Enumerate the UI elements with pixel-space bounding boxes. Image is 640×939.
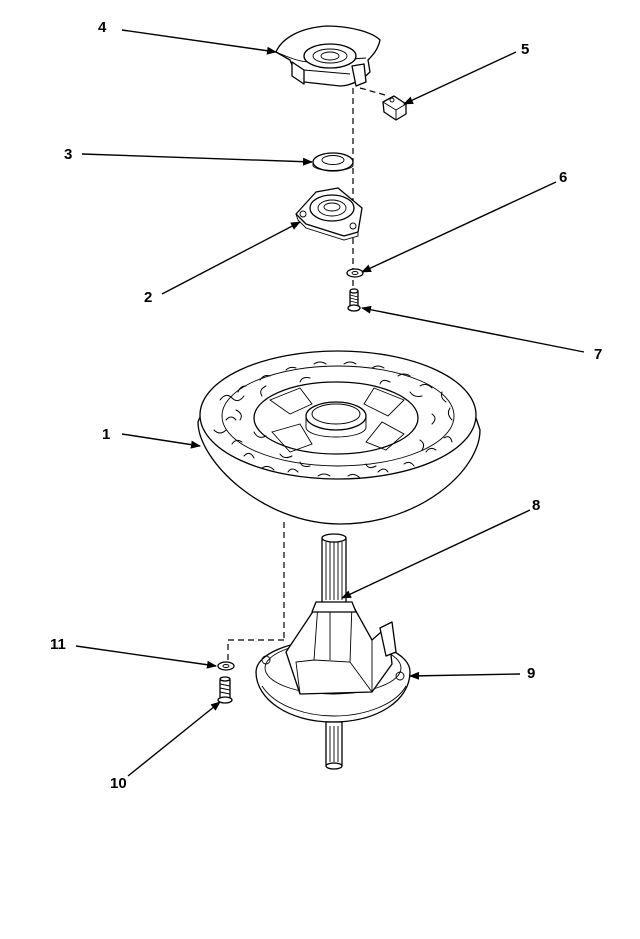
- part-10-screw: [217, 676, 233, 704]
- callout-8: 8: [532, 497, 540, 514]
- part-4-housing-cover: [275, 25, 381, 87]
- part-8-transmission: [255, 533, 411, 770]
- part-1-pulley-ring: [197, 350, 481, 525]
- callout-10: 10: [110, 775, 127, 792]
- part-5-clip: [382, 95, 407, 121]
- part-6-washer: [346, 268, 364, 278]
- part-2-bearing-flange: [295, 187, 363, 241]
- part-7-screw: [347, 288, 361, 312]
- callout-2: 2: [144, 289, 152, 306]
- callout-5: 5: [521, 41, 529, 58]
- leader-lines: [75, 29, 585, 777]
- callout-1: 1: [102, 426, 110, 443]
- callout-4: 4: [98, 19, 107, 36]
- callout-3: 3: [64, 146, 72, 163]
- callout-9: 9: [527, 665, 535, 682]
- callout-11: 11: [50, 636, 66, 653]
- part-11-washer: [217, 661, 235, 671]
- callout-7: 7: [594, 346, 602, 363]
- callout-labels: 4 5 3 6 2 7 1 8 11 9 10: [50, 19, 602, 792]
- part-3-seal: [312, 152, 354, 172]
- callout-6: 6: [559, 169, 567, 186]
